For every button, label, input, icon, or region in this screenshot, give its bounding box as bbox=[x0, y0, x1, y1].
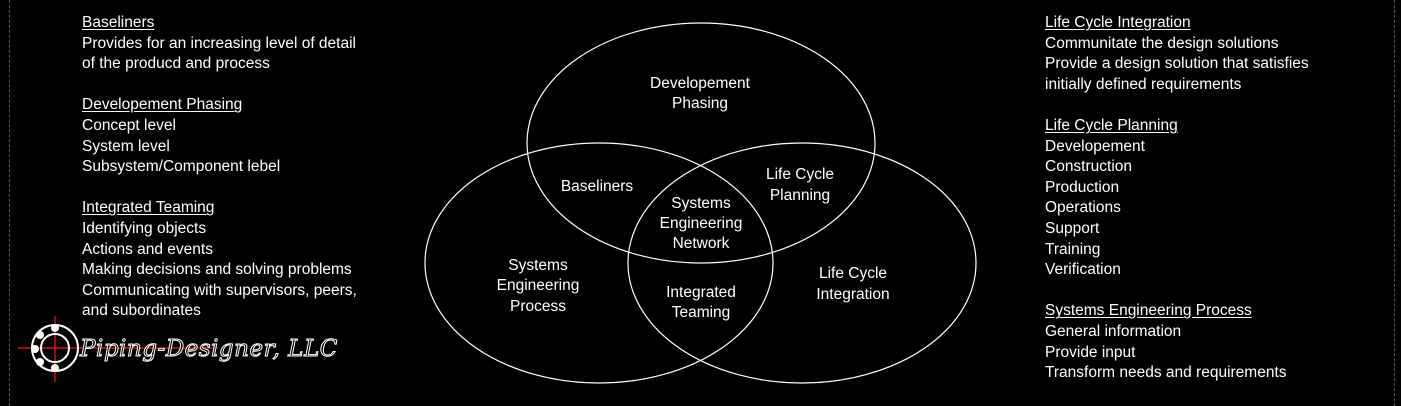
section-item: Subsystem/Component lebel bbox=[82, 158, 281, 176]
section-systems-engineering-process: Systems Engineering Process General info… bbox=[1045, 301, 1385, 383]
venn-label-top-right-line1: Life Cycle bbox=[766, 166, 834, 183]
section-heading: Integrated Teaming bbox=[82, 199, 215, 217]
venn-label-top-left: Baseliners bbox=[561, 178, 634, 195]
section-item: Production bbox=[1045, 178, 1120, 196]
section-heading: Baseliners bbox=[82, 14, 155, 31]
venn-circle-left bbox=[424, 142, 774, 384]
venn-label-right-line1: Life Cycle bbox=[819, 265, 887, 282]
venn-label-center-line2: Engineering bbox=[660, 215, 743, 232]
section-life-cycle-planning: Life Cycle Planning Developement Constru… bbox=[1045, 116, 1385, 281]
section-heading: Life Cycle Planning bbox=[1045, 116, 1178, 134]
venn-label-left-line3: Process bbox=[510, 298, 566, 315]
section-item: Provide input bbox=[1045, 343, 1136, 361]
venn-label-right-line2: Integration bbox=[816, 286, 889, 303]
section-heading: Systems Engineering Process bbox=[1045, 302, 1252, 320]
section-item: Verification bbox=[1045, 261, 1121, 279]
venn-label-left-line1: Systems bbox=[508, 257, 568, 274]
section-item: System level bbox=[82, 137, 170, 155]
section-item: Transform needs and requirements bbox=[1045, 364, 1287, 382]
venn-label-top-line1: Developement bbox=[650, 75, 751, 92]
section-item: Provide a design solution that satisfies bbox=[1045, 55, 1309, 73]
venn-label-center-line3: Network bbox=[673, 235, 730, 252]
section-heading: Developement Phasing bbox=[82, 96, 243, 114]
section-item: Communitate the design solutions bbox=[1045, 34, 1279, 52]
section-item: Operations bbox=[1045, 199, 1121, 217]
section-item: General information bbox=[1045, 322, 1182, 340]
company-logo: Piping-Designer, LLC bbox=[18, 316, 338, 382]
section-item: Communicating with supervisors, peers, bbox=[82, 281, 357, 299]
venn-label-bottom-line2: Teaming bbox=[672, 304, 731, 321]
section-item: Provides for an increasing level of deta… bbox=[82, 34, 356, 52]
section-item: of the producd and process bbox=[82, 55, 270, 73]
bearing-icon bbox=[18, 316, 218, 382]
section-heading: Life Cycle Integration bbox=[1045, 14, 1191, 31]
frame-border-right bbox=[1394, 0, 1395, 406]
section-life-cycle-integration: Life Cycle Integration Communitate the d… bbox=[1045, 13, 1385, 95]
section-baseliners: Baseliners Provides for an increasing le… bbox=[82, 13, 422, 75]
section-item: and subordinates bbox=[82, 302, 201, 320]
section-item: Training bbox=[1045, 240, 1101, 258]
section-item: Making decisions and solving problems bbox=[82, 261, 352, 279]
venn-circle-right bbox=[627, 142, 977, 384]
right-description-panel: Life Cycle Integration Communitate the d… bbox=[1045, 13, 1385, 404]
frame-border-left bbox=[9, 0, 10, 406]
venn-label-center-line1: Systems bbox=[671, 195, 731, 212]
section-developement-phasing: Developement Phasing Concept level Syste… bbox=[82, 95, 422, 177]
section-item: initially defined requirements bbox=[1045, 75, 1242, 93]
section-item: Developement bbox=[1045, 137, 1145, 155]
venn-label-top-right-line2: Planning bbox=[770, 187, 830, 204]
section-integrated-teaming: Integrated Teaming Identifying objects A… bbox=[82, 198, 422, 322]
left-description-panel: Baseliners Provides for an increasing le… bbox=[82, 13, 422, 343]
section-item: Identifying objects bbox=[82, 219, 207, 237]
venn-label-bottom-line1: Integrated bbox=[666, 284, 736, 301]
section-item: Concept level bbox=[82, 116, 176, 134]
section-item: Construction bbox=[1045, 158, 1133, 176]
section-item: Actions and events bbox=[82, 240, 213, 258]
logo-text: Piping-Designer, LLC bbox=[80, 336, 338, 363]
venn-label-left-line2: Engineering bbox=[497, 277, 580, 294]
venn-circle-top bbox=[526, 22, 876, 264]
venn-label-top-line2: Phasing bbox=[672, 95, 728, 112]
section-item: Support bbox=[1045, 219, 1100, 237]
